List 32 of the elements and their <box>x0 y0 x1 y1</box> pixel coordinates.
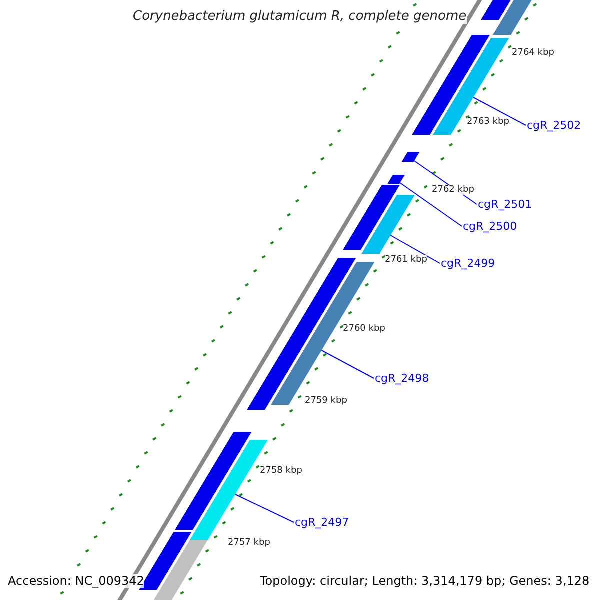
leader-line <box>473 97 526 126</box>
scale-label: 2757 kbp <box>228 538 270 548</box>
gene-feature <box>154 540 208 600</box>
gene-label: cgR_2502 <box>527 119 582 132</box>
leader-line <box>400 182 462 227</box>
gene-feature <box>388 175 405 184</box>
scale-label: 2760 kbp <box>343 324 386 334</box>
scale-label: 2761 kbp <box>385 255 428 265</box>
scale-label: 2763 kbp <box>467 117 510 127</box>
diagram-title: Corynebacterium glutamicum R, complete genome <box>133 9 467 24</box>
gene-feature <box>493 0 532 35</box>
gene-feature <box>402 152 420 162</box>
gene-label: cgR_2500 <box>463 220 518 233</box>
gene-label: cgR_2498 <box>375 372 430 385</box>
leader-line <box>321 350 374 379</box>
gene-feature <box>175 432 252 530</box>
info-text: Accession: NC_009342 <box>8 574 144 588</box>
scale-label: 2759 kbp <box>305 396 348 406</box>
gene-label: cgR_2499 <box>441 257 496 270</box>
scale-label: 2762 kbp <box>432 185 474 195</box>
gene-label: cgR_2497 <box>295 516 350 529</box>
scale-label: 2764 kbp <box>512 48 554 58</box>
leader-line <box>234 494 294 523</box>
info-text: Topology: circular; Length: 3,314,179 bp; Genes: 3,128 <box>260 574 590 588</box>
leader-line <box>390 235 440 264</box>
scale-label: 2758 kbp <box>260 466 302 476</box>
gene-label: cgR_2501 <box>478 198 532 211</box>
gene-feature <box>433 38 510 135</box>
gene-feature <box>412 35 490 135</box>
gene-feature <box>343 185 400 250</box>
gene-feature <box>481 0 511 20</box>
gene-feature <box>362 195 415 254</box>
